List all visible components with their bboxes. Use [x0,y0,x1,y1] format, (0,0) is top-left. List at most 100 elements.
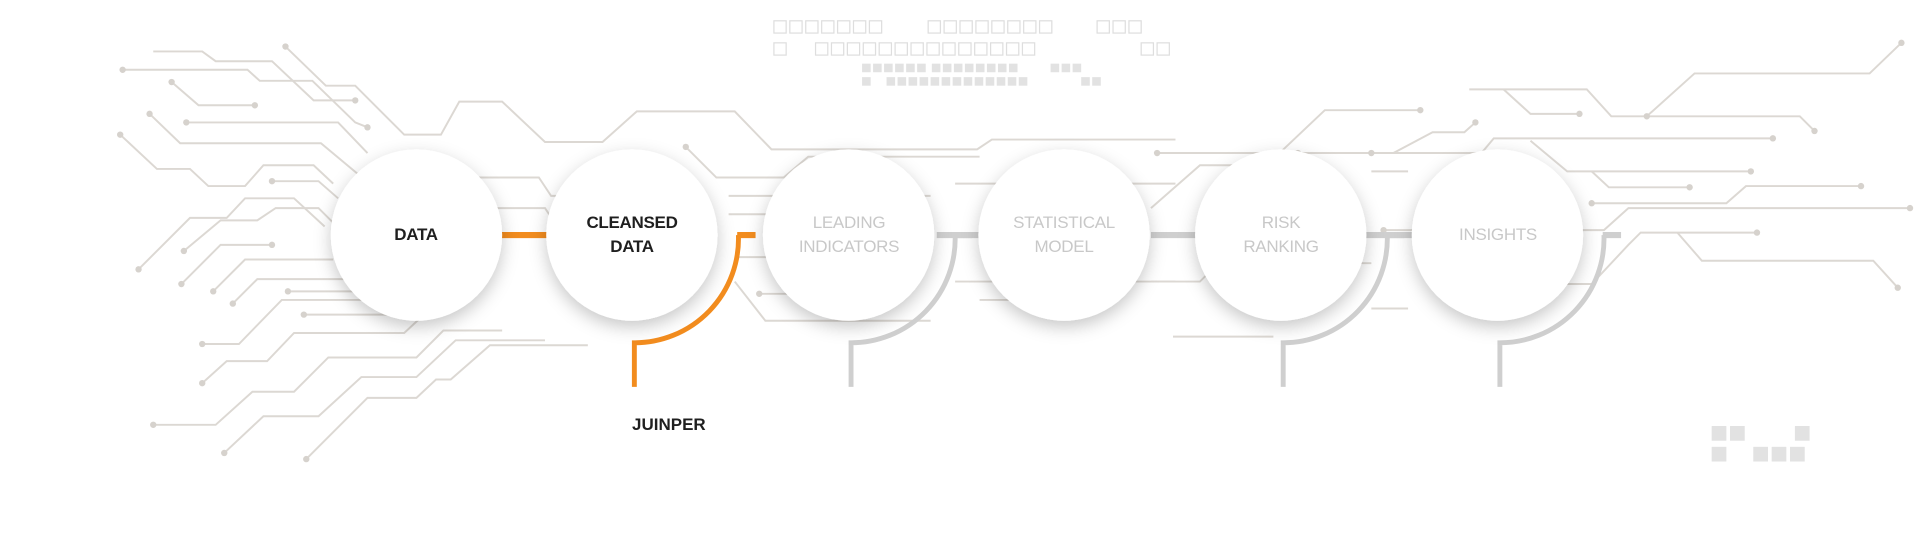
circuit-node-dot [1380,226,1387,234]
circuit-trace [148,113,359,175]
pixel-block [963,77,973,86]
circuit-trace [212,258,334,293]
glyph-box [868,20,883,34]
circuit-node-dot [303,455,310,463]
circuit-node-dot [268,178,276,185]
circuit-trace [186,121,369,154]
hook-arc [1497,234,1607,387]
pixel-block [931,63,941,73]
stage-label: RISK [1261,213,1301,232]
circuit-trace [1529,140,1751,173]
stage-label: CLEANSED [586,213,678,232]
glyph-box [1140,42,1155,56]
glyph-box [773,20,787,34]
pixel-block [952,77,962,86]
glyph-box [1128,20,1142,34]
glyph-box [927,20,942,34]
pixel-block [941,77,951,86]
pixel-block [1711,426,1727,441]
pixel-block [919,77,929,86]
stage-circle [978,149,1150,321]
circuit-node-dot [117,131,124,138]
pixel-block [1711,446,1727,462]
pixel-block [862,77,871,86]
stage-statistical-model: STATISTICAL MODEL [1013,211,1115,259]
pixel-block [884,63,893,73]
glyph-box [1021,42,1036,56]
circuit-trace [137,197,326,271]
glyph-box [926,42,940,56]
circuit-node-dot [199,379,206,387]
glyph-box [836,20,851,34]
glyph-box [1156,42,1170,56]
circuit-node-dot [168,78,175,86]
pixel-block [996,77,1006,86]
stage-circle [546,149,718,321]
glyph-box [1005,42,1020,56]
stage-label: RANKING [1243,237,1319,256]
pixel-block [1092,77,1101,86]
glyph-box [773,42,787,56]
circuit-node-dot [1153,149,1161,157]
stage-label: DATA [610,237,654,256]
circuit-trace [153,50,356,102]
circuit-node-dot [1686,184,1693,191]
circuit-node-dot [300,311,308,318]
glyph-box [991,20,1005,34]
glyph-box [814,42,829,56]
pixel-block [1007,77,1017,86]
glyph-box [1112,20,1126,34]
pixel-block [906,63,915,73]
pixel-block [975,63,985,73]
circuit-node-dot [251,102,259,109]
circuit-node-dot [1643,113,1650,120]
circuit-trace [284,45,1176,151]
circuit-trace [223,339,545,454]
circuit-node-dot [364,124,371,131]
circuit-trace [1502,88,1580,115]
stage-label: MODEL [1034,237,1094,256]
circuit-trace [1591,185,1862,205]
circuit-node-dot [284,288,292,295]
circuit-trace [271,180,339,200]
circuit-node-dot [1368,149,1375,157]
circuit-trace [1157,109,1421,155]
circuit-trace [1469,88,1816,132]
glyph-box [805,20,819,34]
circuit-node-dot [178,280,185,288]
circuit-trace [305,344,588,460]
circuit-node-dot [756,290,763,297]
circuit-trace [733,280,931,322]
pixel-block [1771,446,1787,462]
stage-label: INDICATORS [798,237,900,256]
stage-label: STATISTICAL [1013,213,1115,232]
stage-insights: INSIGHTS [1459,223,1537,247]
circuit-trace [1371,137,1773,155]
circuit-node-dot [352,97,359,104]
circuit-node-dot [135,266,142,273]
hook-arc [848,234,958,387]
circuit-trace [153,329,503,426]
glyph-box [942,42,956,56]
stage-cleansed-data: CLEANSED DATA [586,211,677,259]
circuit-trace [180,243,272,285]
glyph-box [878,42,893,56]
glyph-box [943,20,957,34]
pixel-block [1018,77,1028,86]
glyph-box [1096,20,1110,34]
circuit-trace [232,278,368,305]
pixel-block [895,63,904,73]
circuit-node-dot [1753,229,1761,236]
circuit-node-dot [1576,110,1583,118]
circuit-node-dot [268,241,276,249]
circuit-trace [1297,121,1477,155]
pixel-block [908,77,918,86]
pixel-block [1790,446,1805,462]
glyph-box [910,42,924,56]
circuit-trace [202,298,368,345]
pixel-block [985,77,995,86]
circuit-node-dot [282,43,289,50]
circuit-node-dot [146,110,153,118]
